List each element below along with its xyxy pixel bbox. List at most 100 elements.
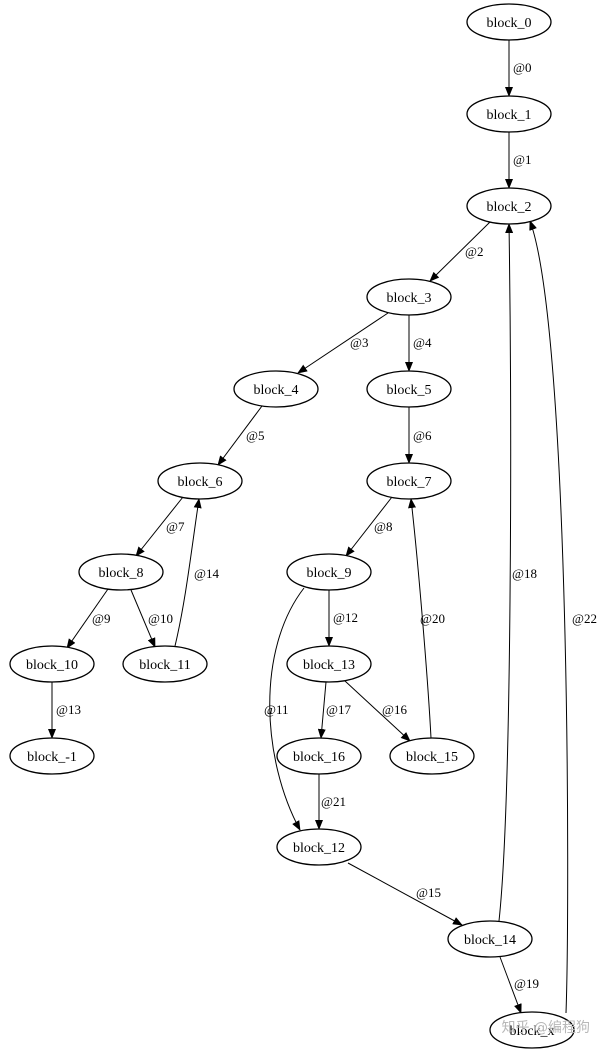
node-label: block_4: [253, 383, 298, 398]
node-label: block_7: [386, 475, 431, 490]
edge-block_3-to-block_4: @3: [297, 312, 389, 374]
edge-block_8-to-block_11: @10: [130, 589, 173, 648]
edge-block_9-to-block_13: @12: [325, 590, 358, 647]
node-block_9: block_9: [286, 553, 372, 591]
edge-arrow: [499, 956, 522, 1014]
edge-label: @9: [92, 611, 110, 626]
edge-label: @22: [572, 611, 597, 626]
edge-block_3-to-block_5: @4: [405, 315, 432, 372]
node-block_x: block_x: [489, 1011, 575, 1049]
node-label: block_x: [509, 1024, 554, 1039]
node-label: block_9: [306, 566, 351, 581]
node-ellipse: [9, 737, 95, 775]
node-ellipse: [466, 3, 552, 41]
edge-block_8-to-block_10: @9: [66, 588, 110, 649]
edge-label: @0: [513, 60, 531, 75]
edge-label: @14: [194, 566, 219, 581]
edge-arrow: [217, 405, 263, 466]
node-ellipse: [466, 187, 552, 225]
node-label: block_-1: [27, 750, 77, 765]
edge-label: @6: [413, 428, 432, 443]
edge-block_13-to-block_15: @16: [344, 680, 411, 742]
node-label: block_15: [406, 750, 458, 765]
edge-label: @18: [512, 566, 537, 581]
node-label: block_2: [486, 200, 531, 215]
node-ellipse: [276, 737, 362, 775]
node-ellipse: [286, 645, 372, 683]
node-block_2: block_2: [466, 187, 552, 225]
node-block_4: block_4: [233, 370, 319, 408]
edge-block_13-to-block_16: @17: [317, 681, 351, 739]
node-label: block_10: [26, 658, 78, 673]
node-label: block_1: [486, 108, 531, 123]
edge-label: @17: [326, 702, 351, 717]
node-block_11: block_11: [122, 645, 208, 683]
edge-label: @11: [264, 702, 289, 717]
node-ellipse: [233, 370, 319, 408]
edge-arrow: [408, 498, 432, 739]
edges-layer: @0 @1 @2 @3 @4 @5 @6 @7 @8 @9 @10 @11 @12 @13 @14 @15 @1…: [48, 40, 597, 1014]
edge-arrow: [344, 680, 411, 742]
node-block_6: block_6: [157, 462, 243, 500]
edge-label: @8: [374, 519, 392, 534]
edge-label: @10: [148, 611, 173, 626]
edge-label: @4: [413, 335, 432, 350]
node-label: block_11: [139, 658, 191, 673]
node-block_1: block_1: [466, 95, 552, 133]
node-ellipse: [276, 828, 362, 866]
node-label: block_8: [98, 566, 143, 581]
node-block_15: block_15: [389, 737, 475, 775]
edge-arrow: [345, 496, 393, 557]
edge-arrow: [297, 312, 389, 374]
edge-label: @19: [514, 976, 539, 991]
edge-arrow: [498, 223, 514, 922]
edge-block_9-to-block_12: @11: [264, 587, 305, 831]
node-block_16: block_16: [276, 737, 362, 775]
edge-arrow: [347, 862, 463, 926]
node-label: block_14: [464, 933, 516, 948]
node-ellipse: [447, 920, 533, 958]
edge-label: @21: [321, 794, 346, 809]
edge-label: @1: [513, 152, 531, 167]
edge-block_15-to-block_7: @20: [408, 498, 445, 739]
node-ellipse: [78, 553, 164, 591]
edge-block_16-to-block_12: @21: [315, 774, 346, 830]
edge-label: @5: [246, 428, 264, 443]
edge-block_10-to-block_-1: @13: [48, 682, 81, 739]
node-block_3: block_3: [366, 278, 452, 316]
edge-block_14-to-block_2: @18: [498, 223, 537, 922]
node-ellipse: [122, 645, 208, 683]
edge-block_12-to-block_14: @15: [347, 862, 463, 926]
node-ellipse: [366, 462, 452, 500]
edge-block_x-to-block_2: @22: [529, 220, 597, 1014]
node-block_0: block_0: [466, 3, 552, 41]
edge-label: @16: [382, 702, 407, 717]
node-ellipse: [157, 462, 243, 500]
edge-block_11-to-block_6: @14: [174, 498, 219, 647]
node-label: block_5: [386, 383, 431, 398]
node-label: block_12: [293, 841, 345, 856]
node-label: block_13: [303, 658, 355, 673]
node-ellipse: [389, 737, 475, 775]
edge-label: @7: [166, 519, 185, 534]
node-ellipse: [466, 95, 552, 133]
node-ellipse: [366, 278, 452, 316]
node-label: block_0: [486, 16, 531, 31]
edge-label: @2: [465, 244, 483, 259]
edge-arrow: [529, 220, 569, 1014]
edge-arrow: [429, 221, 491, 282]
edge-block_6-to-block_8: @7: [135, 496, 185, 557]
node-block_13: block_13: [286, 645, 372, 683]
edge-block_14-to-block_x: @19: [499, 956, 539, 1014]
node-block_14: block_14: [447, 920, 533, 958]
watermark-text: 知乎 @编程狗: [502, 1019, 590, 1036]
edge-arrow: [66, 588, 109, 649]
edge-arrow: [317, 681, 327, 739]
edge-block_7-to-block_9: @8: [345, 496, 393, 557]
edge-label: @13: [56, 702, 81, 717]
node-block_8: block_8: [78, 553, 164, 591]
node-ellipse: [286, 553, 372, 591]
node-block_5: block_5: [366, 370, 452, 408]
